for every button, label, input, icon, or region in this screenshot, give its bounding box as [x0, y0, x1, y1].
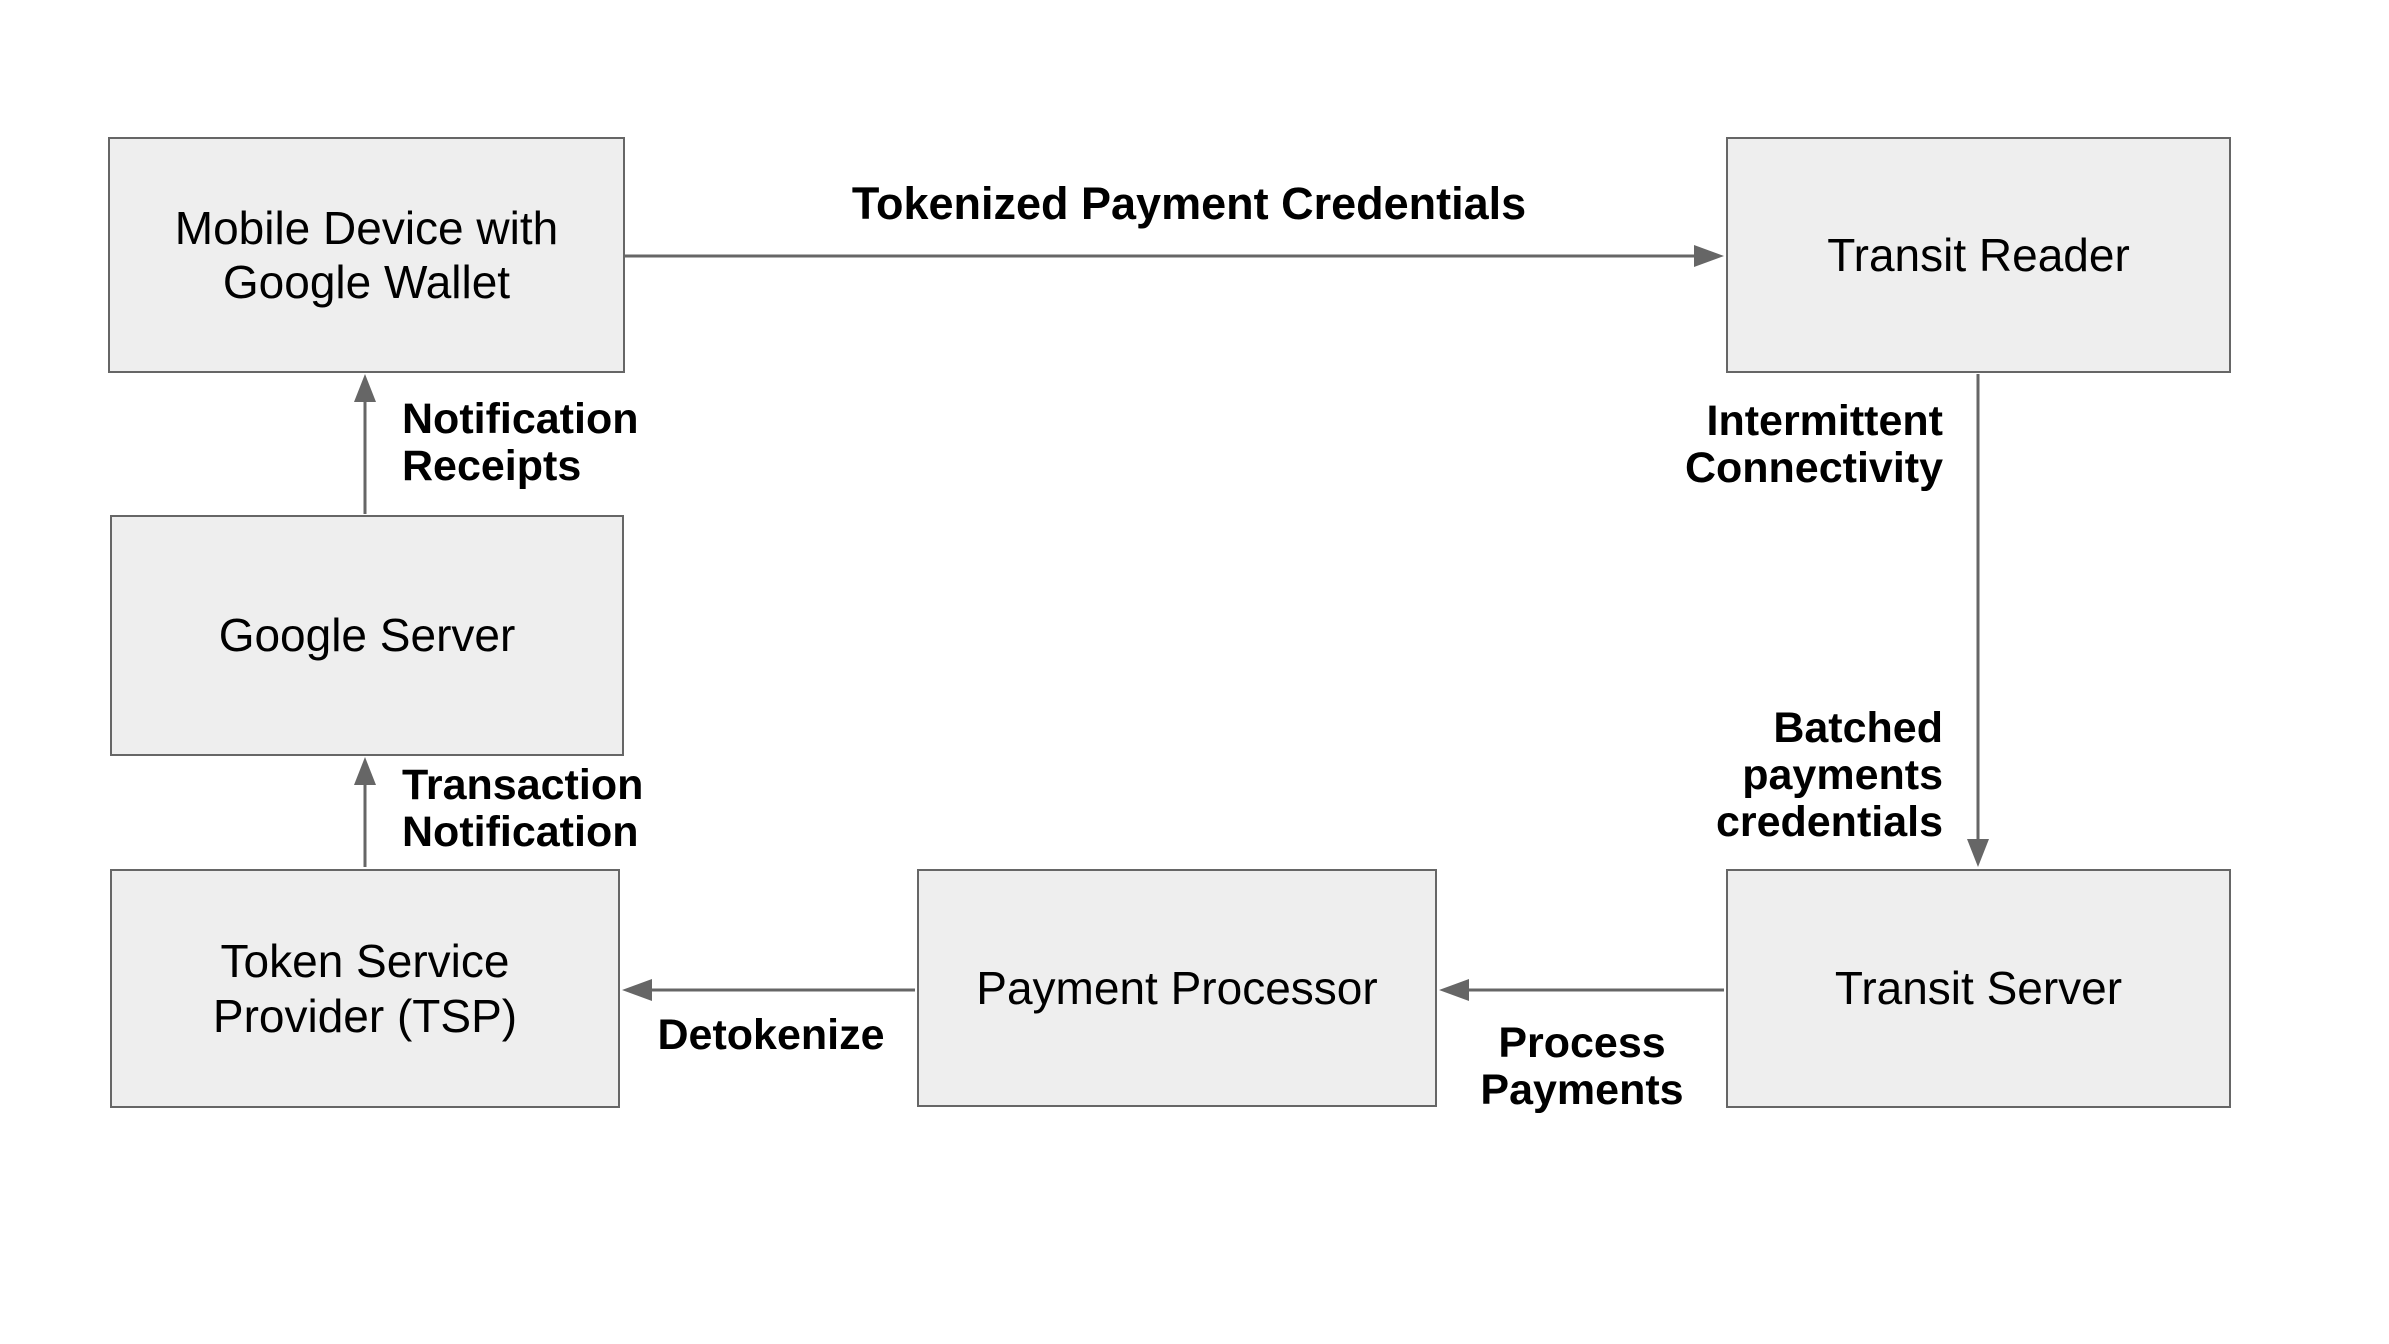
edge-label-notification-receipts: Notification Receipts	[402, 395, 639, 490]
node-payment-processor: Payment Processor	[917, 869, 1437, 1107]
node-transit-reader-label: Transit Reader	[1827, 228, 2130, 281]
node-transit-server: Transit Server	[1726, 869, 2231, 1108]
edge-label-tokenized-payment-credentials: Tokenized Payment Credentials	[851, 178, 1527, 229]
node-google-server: Google Server	[110, 515, 624, 756]
edge-label-batched-payments-credentials: Batched payments credentials	[1715, 704, 1943, 846]
node-transit-server-label: Transit Server	[1834, 962, 2123, 1015]
edge-label-transaction-notification: Transaction Notification	[402, 761, 644, 856]
node-token-service-provider: Token Service Provider (TSP)	[110, 869, 620, 1108]
arrow-wallet-to-reader	[625, 245, 1724, 267]
node-mobile-device-label: Mobile Device with Google Wallet	[174, 201, 559, 308]
arrow-google-to-wallet	[354, 374, 376, 514]
edge-label-intermittent-connectivity: Intermittent Connectivity	[1684, 397, 1943, 492]
node-transit-reader: Transit Reader	[1726, 137, 2231, 373]
node-payment-processor-label: Payment Processor	[976, 961, 1378, 1014]
arrow-transit-server-to-processor	[1439, 979, 1724, 1001]
node-google-server-label: Google Server	[218, 609, 516, 662]
arrow-tsp-to-google	[354, 757, 376, 867]
edge-label-detokenize: Detokenize	[657, 1011, 885, 1059]
node-mobile-device: Mobile Device with Google Wallet	[108, 137, 625, 373]
arrow-reader-to-transit-server	[1967, 374, 1989, 867]
arrow-processor-to-tsp	[622, 979, 915, 1001]
node-token-service-provider-label: Token Service Provider (TSP)	[212, 935, 518, 1042]
edge-label-process-payments: Process Payments	[1480, 1019, 1684, 1114]
